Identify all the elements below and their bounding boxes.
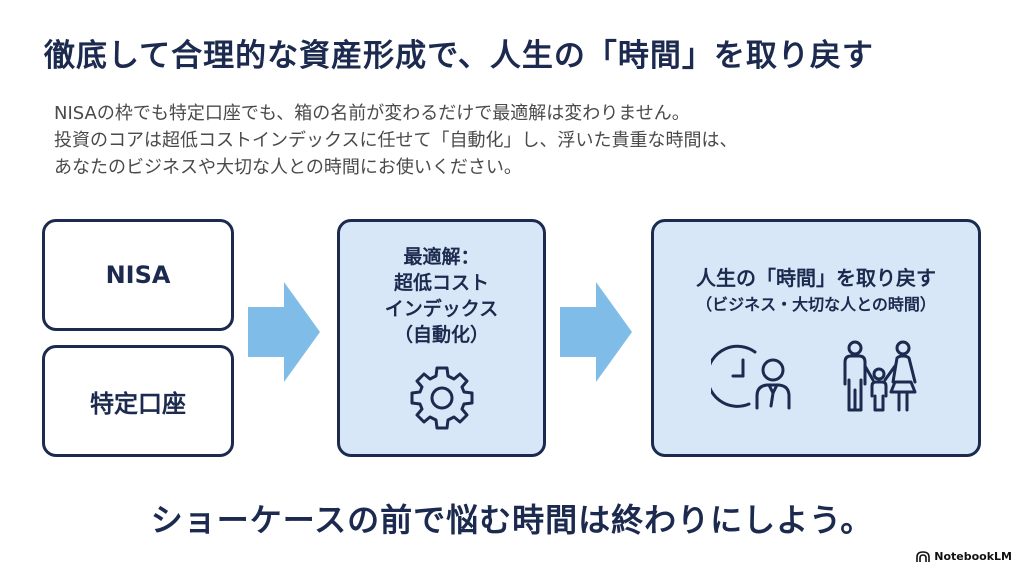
notebooklm-logo: NotebookLM: [916, 550, 1012, 563]
tokutei-box: 特定口座: [42, 345, 234, 457]
reclaim-time-subtitle: （ビジネス・大切な人との時間）: [696, 295, 936, 314]
optimal-line-1: 最適解：: [403, 246, 480, 268]
reclaim-time-title: 人生の「時間」を取り戻す: [696, 266, 936, 290]
gear-icon: [410, 366, 473, 430]
nisa-box: NISA: [42, 219, 234, 331]
optimal-line-2: 超低コスト: [393, 272, 489, 294]
clock-businessman-icon: [711, 344, 791, 410]
optimal-solution-box: 最適解： 超低コスト インデックス （自動化）: [337, 219, 546, 457]
arrow-right-icon: [248, 282, 320, 382]
reclaim-time-box: 人生の「時間」を取り戻す （ビジネス・大切な人との時間）: [651, 219, 981, 457]
tokutei-label: 特定口座: [90, 389, 186, 418]
subtitle-line-2: 投資のコアは超低コストインデックスに任せて「自動化」し、浮いた貴重な時間は、: [54, 130, 738, 151]
bottom-message: ショーケースの前で悩む時間は終わりにしよう。: [150, 501, 874, 539]
arrow-right-icon: [560, 282, 632, 382]
subtitle-line-3: あなたのビジネスや大切な人との時間にお使いください。: [54, 157, 522, 178]
nisa-label: NISA: [105, 261, 171, 289]
optimal-line-3: インデックス: [384, 298, 499, 320]
notebooklm-logo-icon: [916, 550, 931, 562]
optimal-line-4: （自動化）: [393, 324, 489, 346]
family-icon: [843, 340, 917, 412]
subtitle-line-1: NISAの枠でも特定口座でも、箱の名前が変わるだけで最適解は変わりません。: [54, 103, 690, 124]
notebooklm-logo-text: NotebookLM: [934, 550, 1012, 563]
time-icons: [711, 340, 921, 412]
subtitle: NISAの枠でも特定口座でも、箱の名前が変わるだけで最適解は変わりません。 投資…: [54, 100, 954, 181]
page-title: 徹底して合理的な資産形成で、人生の「時間」を取り戻す: [44, 38, 874, 74]
